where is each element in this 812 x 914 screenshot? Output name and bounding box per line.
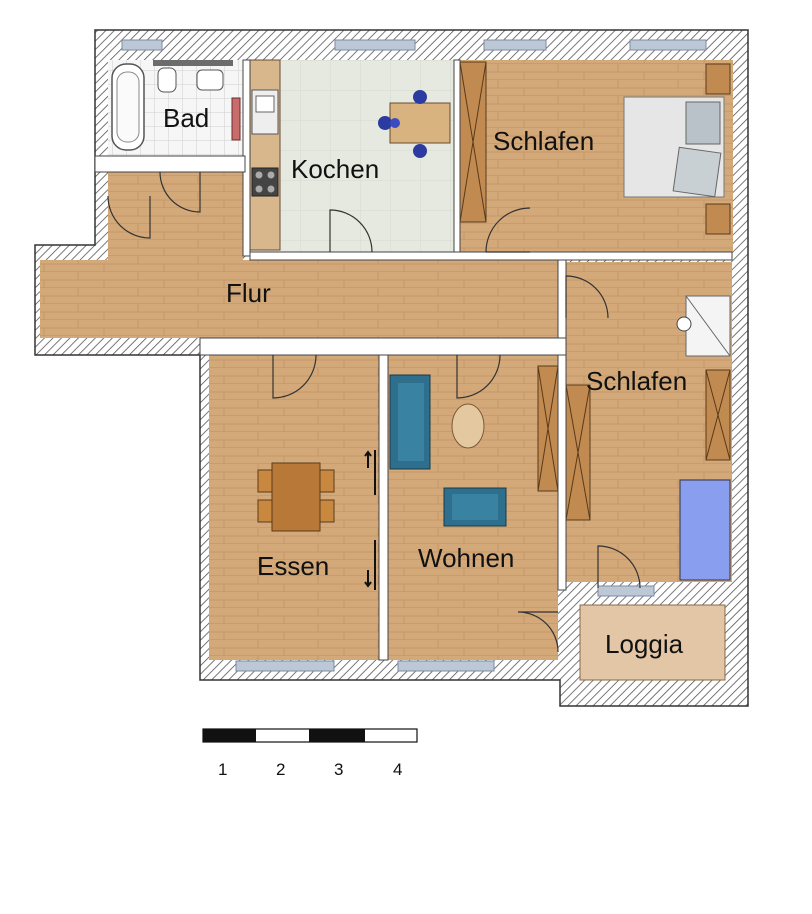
room-label-schlafen-1: Schlafen [493,126,594,156]
room-label-kochen: Kochen [291,154,379,184]
wohnen-furniture [389,365,559,527]
loggia-floor [579,604,726,681]
scale-bar: 1 2 3 4 [202,728,418,779]
scale-tick-2: 2 [276,760,285,779]
kitchen-fixtures [249,59,451,251]
schlafen-1-furniture [459,61,731,235]
chair-icon [413,90,427,104]
flur-floor [40,260,558,338]
window-schlafen-1a [483,39,547,51]
chair-icon [257,499,273,523]
window-bad [121,39,163,51]
doors [107,171,641,653]
window-kochen [334,39,416,51]
window-wohnen [397,660,495,672]
chair-icon [413,144,427,158]
room-label-loggia: Loggia [605,629,684,659]
desk-chair-icon [676,316,692,332]
chair-icon [257,469,273,493]
window-essen [235,660,335,672]
toilet-icon [157,67,177,93]
chair-icon [378,116,392,130]
room-label-bad: Bad [163,103,209,133]
chair-icon [319,469,335,493]
room-label-schlafen-2: Schlafen [586,366,687,396]
chair-icon [319,499,335,523]
scale-tick-1: 1 [218,760,227,779]
flur-left-floor [108,172,243,262]
interior-walls [94,59,733,661]
scale-tick-4: 4 [393,760,402,779]
window-schlafen-1b [629,39,707,51]
essen-furniture [257,462,335,532]
chair-icon [390,118,400,128]
sliding-door [364,450,376,590]
windows [121,39,707,672]
bed-icon [679,479,731,581]
towel-rail-icon [231,97,241,141]
room-labels: Bad Kochen Schlafen Flur Schlafen Essen … [163,103,687,659]
sink-icon [196,69,224,91]
room-label-flur: Flur [226,278,271,308]
room-label-essen: Essen [257,551,329,581]
window-schlafen-2 [597,585,655,597]
coffee-table-icon [451,403,485,449]
room-label-wohnen: Wohnen [418,543,514,573]
bathroom-fixtures [111,60,241,151]
stove-icon [251,167,279,197]
nightstand-icon [705,63,731,95]
nightstand-icon [705,203,731,235]
schlafen-2-furniture [565,295,731,581]
scale-tick-3: 3 [334,760,343,779]
dining-table-icon [271,462,321,532]
